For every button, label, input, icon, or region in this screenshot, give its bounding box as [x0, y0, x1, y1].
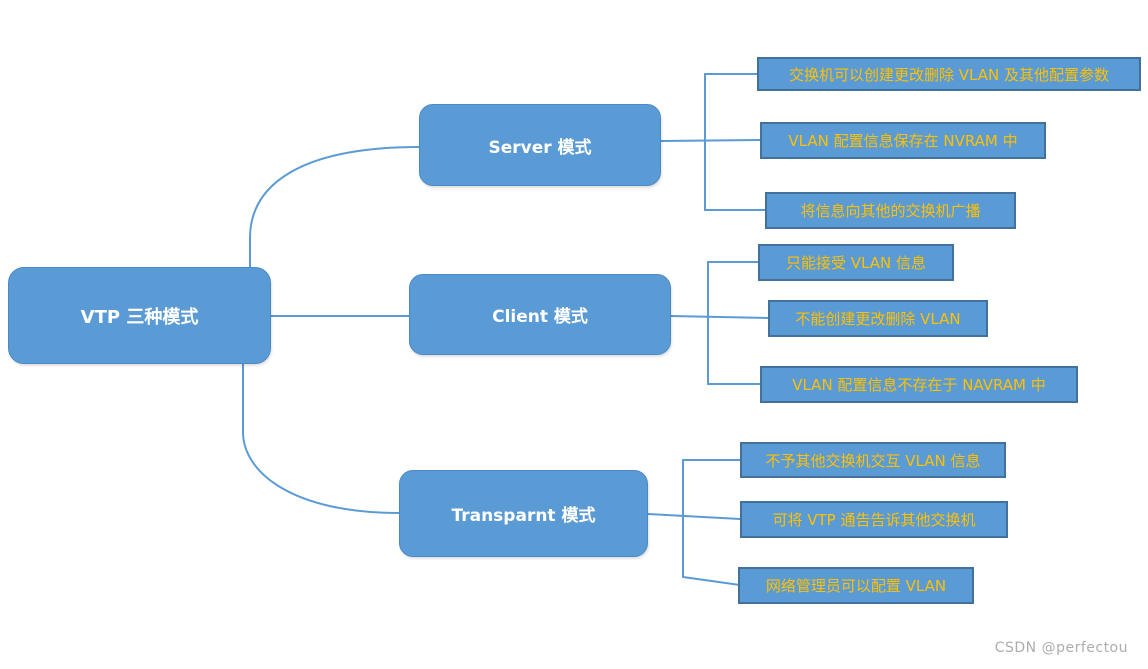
root-node-vtp-modes: VTP 三种模式	[8, 267, 271, 364]
leaf-client-cannot-create-modify-delete-vlan: 不能创建更改删除 VLAN	[768, 300, 988, 337]
connector-transparnt-leaf3	[682, 576, 741, 586]
branch-node-server-mode: Server 模式	[419, 104, 661, 186]
leaf-client-only-receive-vlan-info: 只能接受 VLAN 信息	[758, 244, 954, 281]
connector-transparnt-middle	[647, 513, 741, 520]
leaf-server-create-modify-delete-vlan: 交换机可以创建更改删除 VLAN 及其他配置参数	[757, 57, 1141, 91]
branch-node-transparnt-mode: Transparnt 模式	[399, 470, 648, 557]
csdn-watermark: CSDN @perfectou	[994, 640, 1128, 656]
leaf-client-vlan-config-not-in-navram: VLAN 配置信息不存在于 NAVRAM 中	[760, 366, 1078, 403]
connector-client-middle	[670, 315, 769, 319]
connector-root-transparnt	[242, 363, 400, 514]
leaf-server-vlan-config-saved-nvram: VLAN 配置信息保存在 NVRAM 中	[760, 122, 1046, 159]
leaf-transparnt-forward-vtp-advertisement: 可将 VTP 通告告诉其他交换机	[740, 501, 1008, 538]
connector-server-middle	[660, 139, 761, 142]
leaf-transparnt-admin-can-configure-vlan: 网络管理员可以配置 VLAN	[738, 567, 974, 604]
branch-node-client-mode: Client 模式	[409, 274, 671, 355]
leaf-transparnt-no-vlan-info-exchange: 不予其他交换机交互 VLAN 信息	[740, 442, 1006, 478]
connector-root-server	[249, 146, 420, 268]
leaf-server-broadcast-info: 将信息向其他的交换机广播	[765, 192, 1016, 229]
